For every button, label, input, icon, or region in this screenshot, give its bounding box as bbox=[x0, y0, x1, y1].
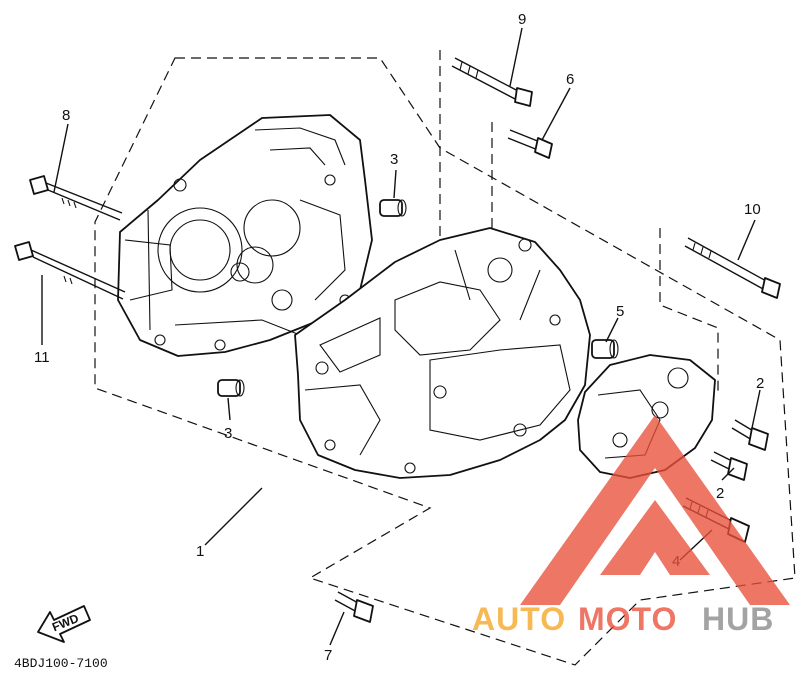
assembly-boundary bbox=[94, 57, 796, 666]
dowel-pin-upper bbox=[379, 199, 407, 217]
callout-8: 8 bbox=[62, 107, 70, 124]
callout-11: 11 bbox=[34, 349, 50, 366]
bolt-2-lower bbox=[710, 451, 748, 481]
logo-text-auto: AUTO bbox=[472, 601, 566, 637]
callout-3-lower: 3 bbox=[224, 425, 232, 442]
callout-5: 5 bbox=[616, 303, 624, 320]
bolt-11 bbox=[14, 241, 126, 300]
automotohub-logo: AUTO MOTO HUB bbox=[472, 415, 790, 637]
callout-10: 10 bbox=[744, 201, 761, 218]
part-code: 4BDJ100-7100 bbox=[14, 656, 108, 671]
bolt-8 bbox=[29, 175, 123, 221]
right-crankcase-half bbox=[294, 227, 591, 479]
bolt-6 bbox=[507, 129, 553, 159]
logo-text-hub: HUB bbox=[702, 601, 774, 637]
bolt-2-upper bbox=[731, 419, 769, 451]
bolt-7 bbox=[334, 591, 374, 623]
logo-triangle-mark bbox=[520, 415, 790, 605]
fwd-arrow-icon: FWD bbox=[37, 605, 91, 643]
callout-2-upper: 2 bbox=[756, 375, 764, 392]
callout-6: 6 bbox=[566, 71, 574, 88]
dowel-pin-right bbox=[591, 339, 619, 359]
bolt-9 bbox=[451, 57, 533, 107]
callout-9: 9 bbox=[518, 11, 526, 28]
dowel-pin-lower bbox=[217, 379, 245, 397]
callout-7: 7 bbox=[324, 647, 332, 664]
crankcase-cover bbox=[577, 354, 716, 479]
callout-1: 1 bbox=[196, 543, 204, 560]
callout-2-lower: 2 bbox=[716, 485, 724, 502]
leader-lines bbox=[41, 27, 761, 646]
callout-3-upper: 3 bbox=[390, 151, 398, 168]
logo-text-moto: MOTO bbox=[578, 601, 677, 637]
bolt-10 bbox=[684, 237, 781, 299]
